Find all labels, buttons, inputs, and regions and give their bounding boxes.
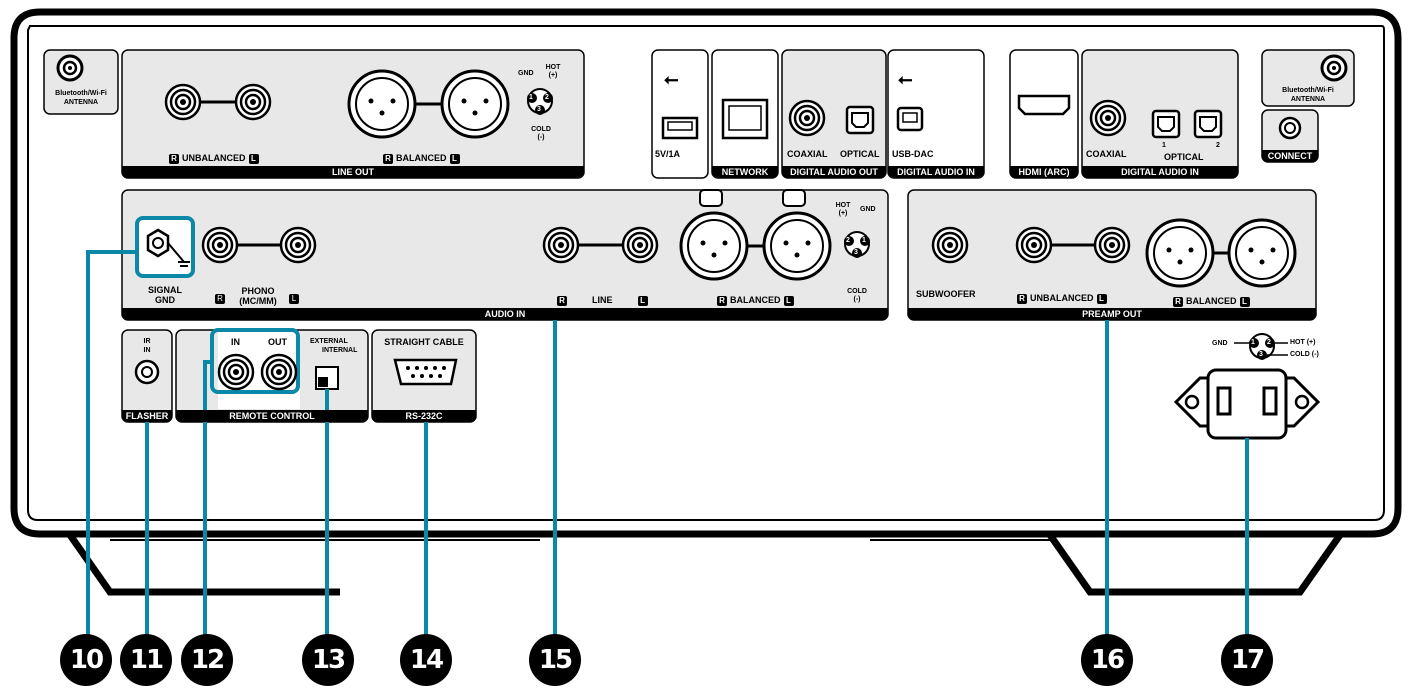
line-out-pin-cold-sign: (-) [537, 134, 545, 141]
remote-internal-label: INTERNAL [322, 347, 358, 354]
digital-out-optical-label: OPTICAL [840, 149, 880, 159]
line-out-pin-cold: COLD [531, 126, 551, 133]
digital-in-coaxial-label: COAXIAL [1086, 149, 1127, 159]
hdmi-arc-label: HDMI (ARC) [1010, 166, 1078, 178]
ir-label-1: IR [143, 338, 151, 345]
flasher-section-label: FLASHER [122, 410, 172, 422]
audio-in-pin-3: 3 [854, 249, 858, 256]
audio-in-pin-gnd: GND [860, 206, 876, 213]
digital-in-optical-1: 1 [1162, 142, 1166, 149]
line-out-pin-hot-sign: (+) [548, 72, 558, 79]
phono-label-1: PHONO [241, 286, 275, 296]
digital-in-optical-label: OPTICAL [1164, 152, 1204, 162]
line-out-pin-3: 3 [537, 106, 541, 113]
ir-label-2: IN [143, 347, 151, 354]
phono-l-marker: L [286, 290, 302, 308]
audio-in-pin-1: 1 [862, 237, 866, 244]
rs232c-section-label: RS-232C [372, 410, 476, 422]
callout-circles [60, 634, 1273, 686]
digital-audio-out-section-label: DIGITAL AUDIO OUT [782, 166, 886, 178]
bt-antenna-right-label-1: Bluetooth/Wi-Fi [1282, 87, 1334, 94]
audio-in-pin-cold: COLD [847, 288, 867, 295]
callout-17: 17 [1230, 645, 1265, 675]
digital-audio-in-section-label: DIGITAL AUDIO IN [1082, 166, 1238, 178]
power-pin-2: 2 [1267, 339, 1271, 346]
line-out-pin-2: 2 [545, 94, 549, 101]
bt-antenna-left-label-2: ANTENNA [63, 99, 99, 106]
subwoofer-label: SUBWOOFER [916, 289, 976, 299]
power-pin-1: 1 [1251, 339, 1255, 346]
power-pin-3: 3 [1259, 351, 1263, 358]
line-out-section-label: LINE OUT [122, 166, 584, 178]
audio-in-pin-hot-sign: (+) [838, 210, 848, 217]
audio-in-pin-2: 2 [846, 237, 850, 244]
straight-cable-label: STRAIGHT CABLE [384, 337, 464, 347]
bt-antenna-right-label-2: ANTENNA [1290, 96, 1326, 103]
preamp-out-section-label: PREAMP OUT [908, 308, 1316, 320]
connect-label: CONNECT [1262, 150, 1318, 162]
audio-in-pin-hot: HOT [835, 202, 851, 209]
phono-r-marker: R [212, 290, 228, 308]
audio-in-pin-cold-sign: (-) [853, 296, 861, 303]
audio-in-section-label: AUDIO IN [122, 308, 888, 320]
usb-icon: ⭠ [664, 69, 679, 89]
digital-out-coaxial-label: COAXIAL [787, 149, 828, 159]
callout-13: 13 [311, 645, 346, 675]
callout-14: 14 [409, 645, 444, 675]
remote-control-section-label: REMOTE CONTROL [176, 410, 368, 422]
callout-12: 12 [190, 645, 225, 675]
remote-external-label: EXTERNAL [310, 338, 348, 345]
usb-dac-icon: ⭠ [898, 69, 913, 89]
network-label: NETWORK [712, 166, 778, 178]
remote-out-label: OUT [268, 337, 287, 347]
power-pin-hot-label: HOT (+) [1290, 339, 1316, 346]
usb-dac-label: USB-DAC [892, 149, 934, 159]
signal-gnd-label-1: SIGNAL [147, 285, 182, 295]
callout-10: 10 [69, 645, 104, 675]
callout-15: 15 [538, 645, 573, 675]
phono-label-2: (MC/MM) [239, 296, 277, 306]
power-pin-cold-label: COLD (-) [1290, 351, 1319, 358]
usb-rating-label: 5V/1A [655, 149, 681, 159]
digital-in-optical-2: 2 [1216, 142, 1220, 149]
signal-gnd-label-2: GND [155, 295, 175, 305]
power-pin-gnd-label: GND [1212, 340, 1228, 347]
remote-in-label: IN [231, 337, 240, 347]
callout-11: 11 [129, 645, 164, 675]
bt-antenna-left-label-1: Bluetooth/Wi-Fi [55, 90, 107, 97]
usb-dac-section-label: DIGITAL AUDIO IN [888, 166, 984, 178]
line-out-pin-1: 1 [529, 94, 533, 101]
line-out-pin-hot: HOT [545, 64, 561, 71]
callout-16: 16 [1090, 645, 1125, 675]
line-out-pin-gnd: GND [518, 70, 534, 77]
